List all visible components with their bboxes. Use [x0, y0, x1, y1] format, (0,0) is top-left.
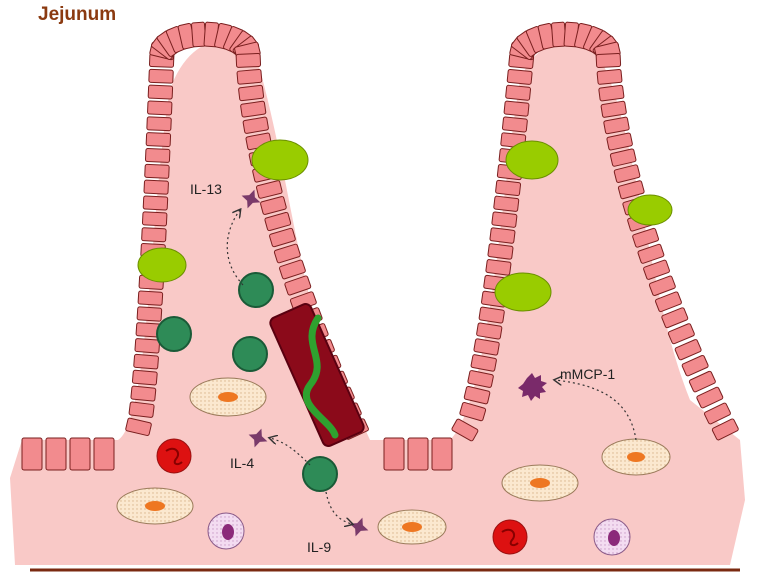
epithelial-cell	[486, 259, 511, 275]
epithelial-cell	[599, 85, 624, 101]
epithelial-cell	[237, 69, 262, 84]
epithelial-cell	[149, 69, 174, 83]
epithelial-cell	[94, 438, 114, 470]
epithelial-cell	[145, 164, 170, 178]
epithelial-cell	[238, 85, 263, 101]
epithelial-cell	[488, 243, 513, 259]
label-il9: IL-9	[307, 539, 331, 555]
epithelial-cell	[495, 180, 520, 196]
epithelial-cell	[597, 69, 622, 84]
epithelial-cell	[132, 370, 157, 385]
epithelial-cell	[147, 117, 172, 131]
epithelial-cell	[492, 212, 517, 228]
epithelial-cell	[142, 212, 167, 226]
epithelial-cell	[143, 196, 168, 210]
epithelial-cell	[142, 228, 167, 242]
epithelial-cell	[432, 438, 452, 470]
epithelial-cell	[502, 117, 527, 132]
epithelial-cell	[408, 438, 428, 470]
epithelial-cell	[596, 53, 621, 67]
label-mmcp1: mMCP-1	[560, 366, 615, 382]
epithelial-cell	[134, 354, 159, 369]
epithelial-cell	[131, 386, 156, 401]
epithelial-cell	[494, 196, 519, 212]
epithelial-cell	[129, 402, 154, 418]
epithelial-cell	[146, 133, 171, 147]
epithelial-cell	[70, 438, 90, 470]
epithelial-cell	[507, 69, 532, 84]
label-il13: IL-13	[190, 181, 222, 197]
epithelial-cell	[384, 438, 404, 470]
epithelial-cell	[490, 228, 515, 244]
epithelial-cell	[137, 307, 162, 321]
epithelial-cell	[506, 85, 531, 100]
epithelial-cell	[135, 338, 160, 353]
epithelial-cell	[240, 101, 266, 117]
epithelial-cell	[236, 53, 261, 67]
epithelial-cell	[144, 180, 169, 194]
lamina-propria	[10, 40, 745, 565]
label-il4: IL-4	[230, 455, 254, 471]
epithelial-cell	[504, 101, 529, 116]
epithelial-cell	[46, 438, 66, 470]
epithelial-cell	[22, 438, 42, 470]
epithelial-cell	[147, 101, 172, 115]
epithelial-cell	[138, 291, 163, 305]
epithelial-cell	[145, 148, 170, 162]
epithelial-cell	[148, 85, 173, 99]
